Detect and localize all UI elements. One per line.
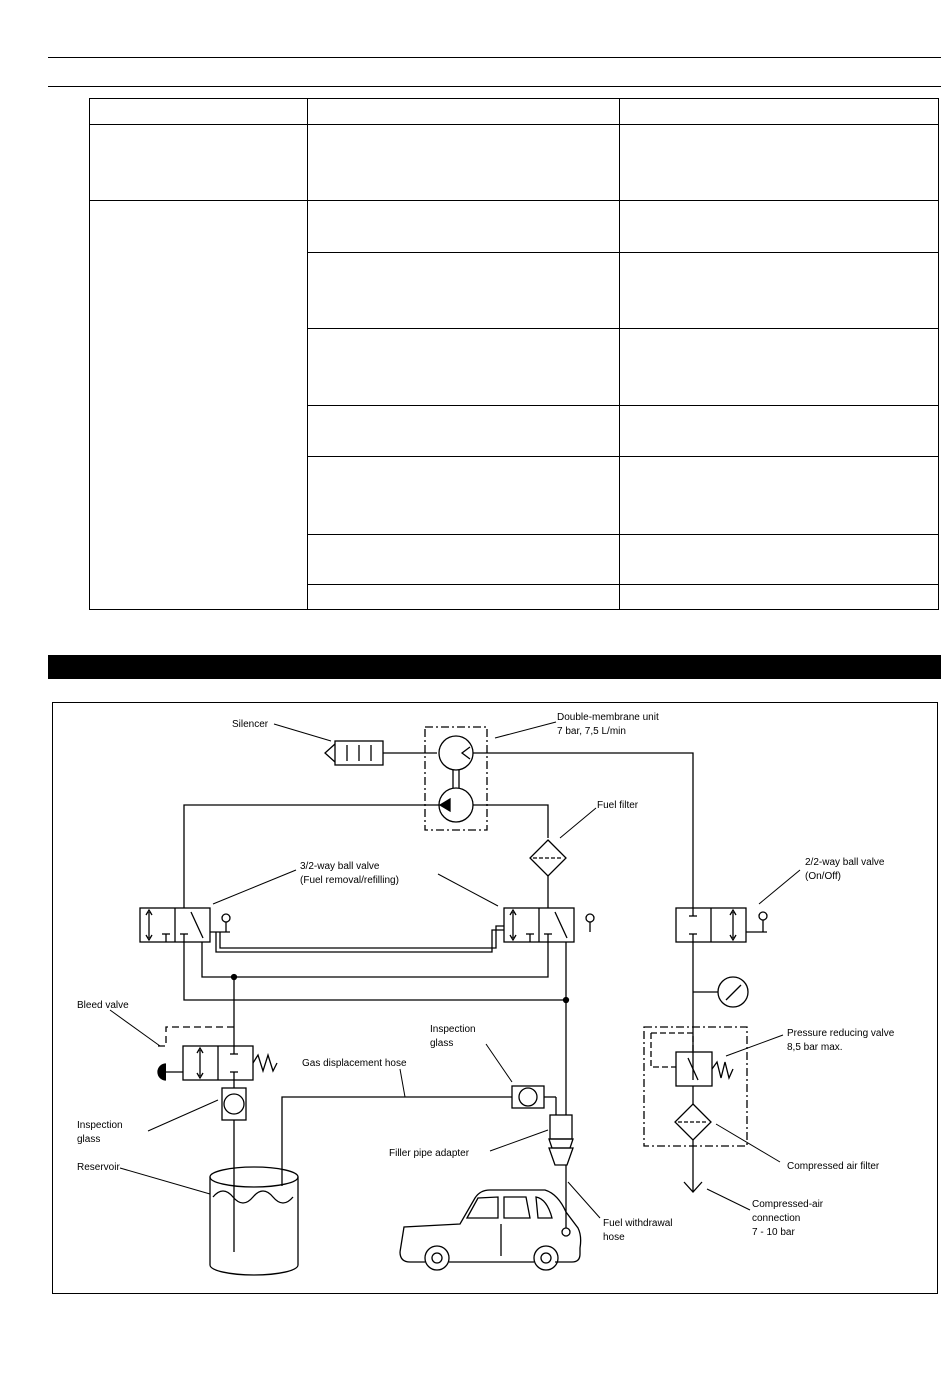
silencer-symbol xyxy=(324,740,437,766)
car-symbol xyxy=(399,1189,582,1271)
label-prv-line1: Pressure reducing valve xyxy=(787,1028,895,1039)
table-row xyxy=(89,124,939,201)
label-ball32-line1: 3/2-way ball valve xyxy=(300,861,380,872)
label-reservoir: Reservoir xyxy=(77,1162,120,1173)
double-membrane-unit-symbol xyxy=(424,726,488,831)
label-insp-glass-left-line2: glass xyxy=(77,1134,100,1145)
label-withdrawal-line2: hose xyxy=(603,1232,625,1243)
label-air-filter: Compressed air filter xyxy=(787,1161,880,1172)
label-filler-adapter: Filler pipe adapter xyxy=(389,1148,470,1159)
compressed-air-connection-symbol xyxy=(683,1181,703,1193)
label-air-conn-line3: 7 - 10 bar xyxy=(752,1227,795,1238)
table-row xyxy=(90,328,939,406)
label-air-conn-line2: connection xyxy=(752,1213,800,1224)
header-rule-top xyxy=(48,57,941,58)
header-rule-bottom xyxy=(48,86,941,87)
filler-pipe-adapter-symbol xyxy=(548,1114,574,1166)
label-gas-hose: Gas displacement hose xyxy=(302,1058,407,1069)
label-fuel-filter: Fuel filter xyxy=(597,800,639,811)
bleed-valve-symbol xyxy=(157,1026,278,1081)
table-row xyxy=(89,200,939,610)
table-row xyxy=(90,405,939,457)
label-membrane-line1: Double-membrane unit xyxy=(557,712,659,723)
inspection-glass-left xyxy=(221,1087,247,1121)
table-row xyxy=(90,456,939,535)
label-membrane-line2: 7 bar, 7,5 L/min xyxy=(557,726,626,737)
label-prv-line2: 8,5 bar max. xyxy=(787,1042,843,1053)
label-insp-glass-top-line1: Inspection xyxy=(430,1024,476,1035)
label-ball22-line1: 2/2-way ball valve xyxy=(805,857,885,868)
pressure-reducing-valve-symbol xyxy=(643,1026,748,1147)
pressure-gauge-symbol xyxy=(717,976,749,1008)
ball-valve-32-right xyxy=(503,907,595,943)
table-row xyxy=(90,534,939,585)
valve-coupling-linkage xyxy=(215,925,504,953)
section-heading-bar xyxy=(48,655,941,679)
diagram-frame xyxy=(52,702,938,1294)
label-insp-glass-top-line2: glass xyxy=(430,1038,453,1049)
label-ball32-line2: (Fuel removal/refilling) xyxy=(300,875,399,886)
label-silencer: Silencer xyxy=(232,719,269,730)
table-row xyxy=(90,584,939,610)
ball-valve-32-left xyxy=(139,907,231,943)
fuel-filter-symbol xyxy=(529,839,567,877)
label-ball22-line2: (On/Off) xyxy=(805,871,841,882)
compressed-air-filter-symbol xyxy=(674,1103,712,1141)
label-withdrawal-line1: Fuel withdrawal xyxy=(603,1218,672,1229)
label-insp-glass-left-line1: Inspection xyxy=(77,1120,123,1131)
label-bleed-valve: Bleed valve xyxy=(77,1000,129,1011)
troubleshooting-table xyxy=(89,98,939,610)
inspection-glass-right xyxy=(511,1085,545,1109)
label-air-conn-line1: Compressed-air xyxy=(752,1199,824,1210)
reservoir-symbol xyxy=(209,1166,299,1276)
leader-lines xyxy=(109,721,801,1219)
ball-valve-22 xyxy=(675,907,768,943)
